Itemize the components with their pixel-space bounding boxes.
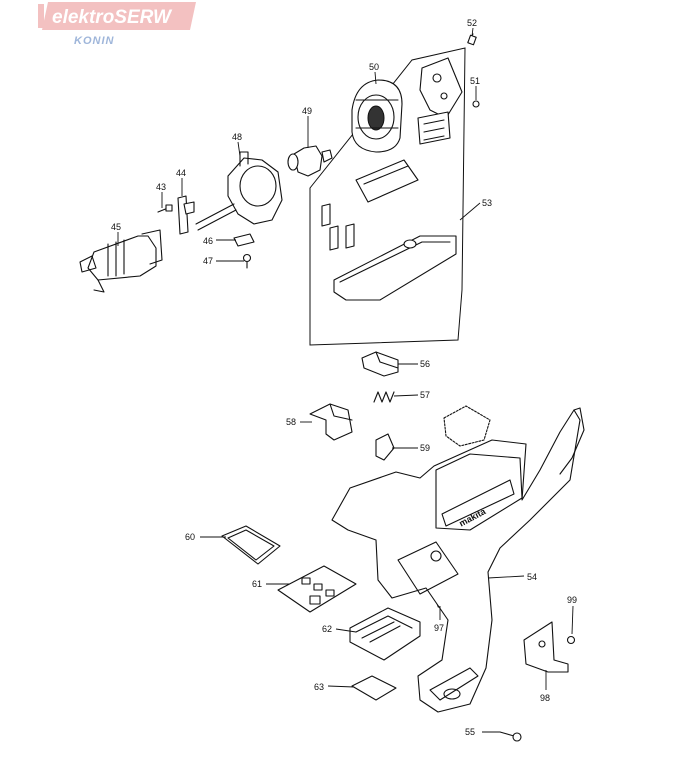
callout-61: 61 [252, 579, 262, 589]
part-43-screw [157, 204, 173, 213]
callout-55: 55 [465, 727, 475, 737]
callout-50: 50 [369, 62, 379, 72]
part-51-switch-plate [417, 57, 480, 145]
callout-62: 62 [322, 624, 332, 634]
part-54-housing: makita [331, 405, 585, 713]
callout-98: 98 [540, 693, 550, 703]
callout-52: 52 [467, 18, 477, 28]
part-45-gear-assembly [79, 229, 163, 293]
part-47-screw [242, 253, 252, 269]
part-59-switch-lever [375, 433, 395, 461]
callout-59: 59 [420, 443, 430, 453]
leader-lines [117, 27, 574, 733]
part-61-control-panel [277, 565, 357, 613]
callout-60: 60 [185, 532, 195, 542]
part-48-gear-housing [195, 151, 283, 231]
callout-43: 43 [156, 182, 166, 192]
part-57-spring [373, 391, 395, 403]
callout-99: 99 [567, 595, 577, 605]
watermark-brand: elektroSERW [52, 7, 173, 28]
watermark-logo: elektroSERW KONIN [38, 2, 196, 47]
part-98-hook-plate [523, 621, 569, 673]
watermark-city: KONIN [74, 35, 115, 47]
callout-45: 45 [111, 222, 121, 232]
part-50-field-ring [351, 79, 403, 153]
part-99-screw [566, 635, 576, 645]
callout-58: 58 [286, 417, 296, 427]
callout-56: 56 [420, 359, 430, 369]
callout-97: 97 [434, 623, 444, 633]
assembly-frame [309, 47, 466, 346]
part-56-lock-button [361, 351, 399, 377]
callout-57: 57 [420, 390, 430, 400]
callout-63: 63 [314, 682, 324, 692]
part-62-terminal [349, 607, 421, 661]
callout-53: 53 [482, 198, 492, 208]
callout-48: 48 [232, 132, 242, 142]
part-55-screw [499, 731, 522, 742]
part-63-label [351, 675, 397, 701]
callout-49: 49 [302, 106, 312, 116]
part-46-clip [233, 233, 255, 247]
callout-51: 51 [470, 76, 480, 86]
callout-labels: 52 50 51 49 48 44 43 45 46 47 53 56 57 5… [111, 18, 577, 737]
callout-44: 44 [176, 168, 186, 178]
part-58-trigger-cap [309, 403, 353, 441]
part-60-pad [221, 525, 281, 565]
part-44-bracket [177, 195, 195, 235]
part-49-armature [287, 145, 333, 177]
callout-47: 47 [203, 256, 213, 266]
callout-54: 54 [527, 572, 537, 582]
part-53-switch-assembly [321, 159, 457, 301]
callout-46: 46 [203, 236, 213, 246]
